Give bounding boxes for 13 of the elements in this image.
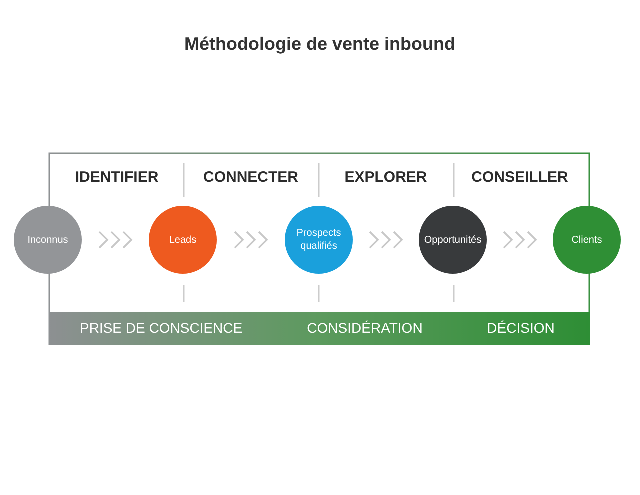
phase-label: CONSIDÉRATION [306, 319, 424, 337]
stage-heading: EXPLORER [344, 169, 428, 187]
stage-heading: IDENTIFIER [74, 169, 160, 187]
stage-label: Prospects qualifiés [296, 227, 342, 253]
stage-label: Clients [570, 234, 604, 246]
stage-heading: CONSEILLER [470, 169, 570, 187]
phase-label: DÉCISION [486, 319, 556, 337]
stage-label: Opportunités [423, 234, 483, 246]
stage-label: Inconnus [26, 234, 70, 246]
diagram-title: Méthodologie de vente inbound [184, 34, 456, 55]
stage-label: Leads [168, 234, 198, 246]
phase-label: PRISE DE CONSCIENCE [80, 319, 240, 337]
stage-heading: CONNECTER [202, 169, 300, 187]
